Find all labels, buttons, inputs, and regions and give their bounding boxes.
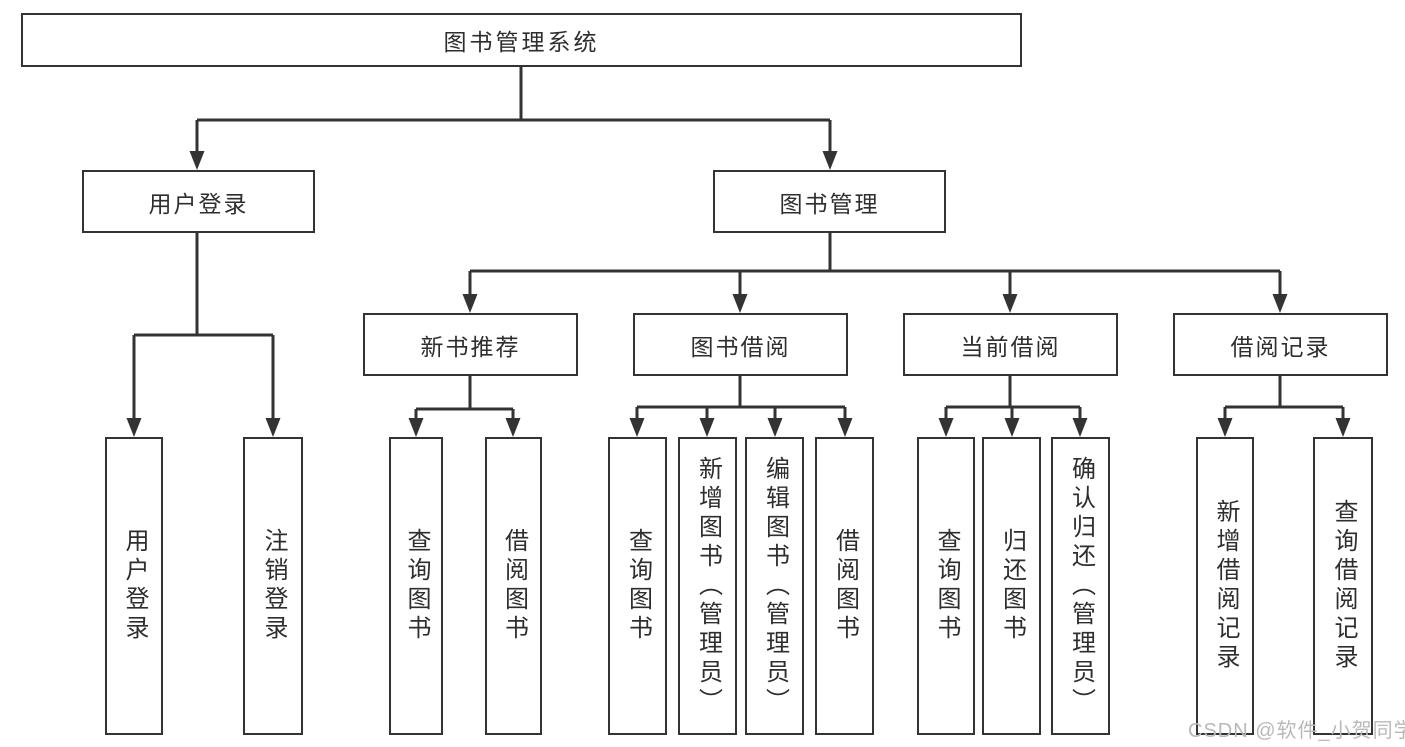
- node-leaf-query-books-borrow: 查询图书: [608, 437, 667, 735]
- csdn-watermark: CSDN @软件_小贺同学: [1188, 720, 1405, 742]
- node-current-borrowing: 当前借阅: [903, 313, 1118, 376]
- node-leaf-user-login: 用户登录: [105, 437, 163, 735]
- node-leaf-borrow-books-recommend: 借阅图书: [485, 437, 542, 735]
- node-leaf-add-borrow-record: 新增借阅记录: [1196, 437, 1254, 735]
- node-book-borrowing: 图书借阅: [633, 313, 848, 376]
- node-leaf-add-books-admin: 新增图书（管理员）: [678, 437, 737, 735]
- node-leaf-query-books-recommend: 查询图书: [389, 437, 443, 735]
- node-borrowing-records: 借阅记录: [1173, 313, 1388, 376]
- node-leaf-query-books-current: 查询图书: [917, 437, 975, 735]
- node-user-login-branch: 用户登录: [82, 170, 315, 233]
- node-leaf-logout: 注销登录: [243, 437, 303, 735]
- node-leaf-return-books: 归还图书: [982, 437, 1041, 735]
- node-root-system: 图书管理系统: [21, 13, 1022, 67]
- node-book-management-branch: 图书管理: [713, 170, 946, 233]
- node-leaf-confirm-return-admin: 确认归还（管理员）: [1051, 437, 1110, 735]
- node-new-book-recommendation: 新书推荐: [363, 313, 578, 376]
- node-leaf-query-borrow-record: 查询借阅记录: [1313, 437, 1373, 735]
- node-leaf-edit-books-admin: 编辑图书（管理员）: [745, 437, 804, 735]
- node-leaf-borrow-books: 借阅图书: [815, 437, 874, 735]
